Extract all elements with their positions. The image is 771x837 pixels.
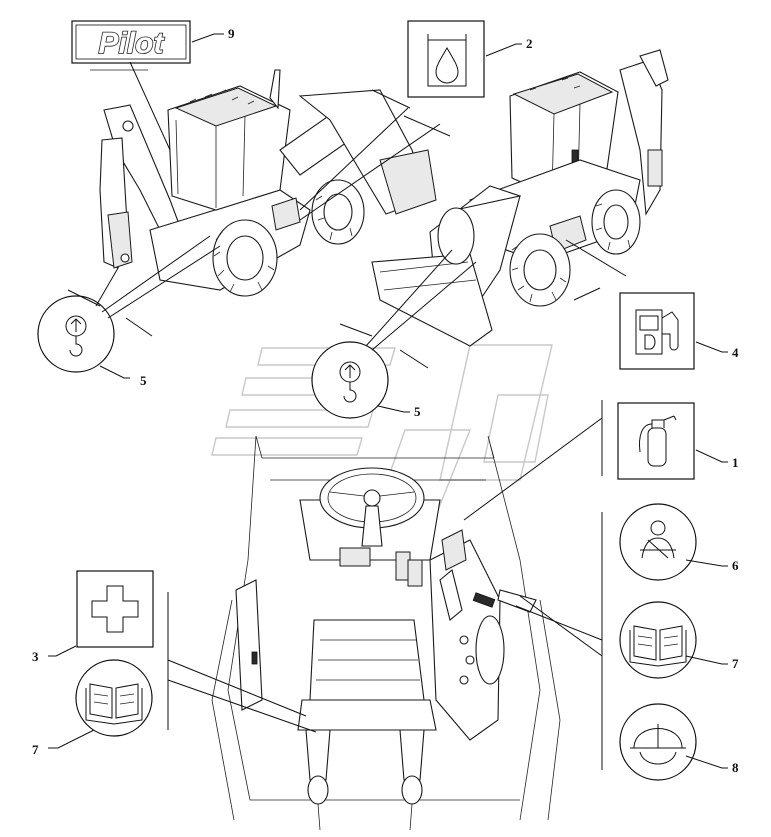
operator-manual-icon — [85, 683, 143, 725]
callout-6: 6 — [732, 558, 739, 573]
pilot-brand-decal: Pilot — [71, 20, 191, 71]
callout-3: 3 — [32, 649, 39, 664]
fuel-pump-icon — [635, 309, 679, 355]
fire-extinguisher-decal — [617, 402, 695, 480]
backhoe-loader-right-illustration — [371, 49, 669, 347]
first-aid-cross-icon — [91, 585, 139, 633]
lifting-hook-icon — [339, 361, 361, 403]
seat-belt-decal — [619, 503, 697, 581]
hydraulic-oil-decal — [407, 20, 485, 98]
cab-interior-illustration — [211, 435, 561, 831]
callout-5-left: 5 — [140, 373, 147, 388]
safety-helmet-decal — [619, 703, 697, 781]
operator-manual-icon — [629, 625, 687, 667]
lifting-point-decal-rear — [37, 295, 115, 373]
operator-manual-decal-left — [75, 659, 153, 737]
safety-helmet-icon — [630, 724, 686, 765]
backhoe-loader-left-illustration — [99, 69, 437, 297]
callout-7-right: 7 — [732, 656, 739, 671]
oil-drop-icon — [427, 34, 467, 87]
callout-9: 9 — [228, 26, 235, 41]
fuel-decal — [619, 292, 695, 370]
lifting-point-decal-front — [311, 341, 389, 419]
callout-8: 8 — [732, 760, 739, 775]
operator-manual-decal-right — [619, 601, 697, 679]
fire-extinguisher-icon — [639, 415, 677, 467]
first-aid-decal — [76, 570, 154, 648]
pilot-decal-text: Pilot — [99, 27, 166, 60]
callout-5-center: 5 — [414, 404, 421, 419]
callout-2: 2 — [526, 36, 533, 51]
lifting-hook-icon — [65, 315, 87, 357]
callout-1: 1 — [732, 455, 739, 470]
seat-belt-icon — [640, 520, 676, 559]
callout-4: 4 — [732, 345, 739, 360]
callout-7-left: 7 — [32, 742, 39, 757]
